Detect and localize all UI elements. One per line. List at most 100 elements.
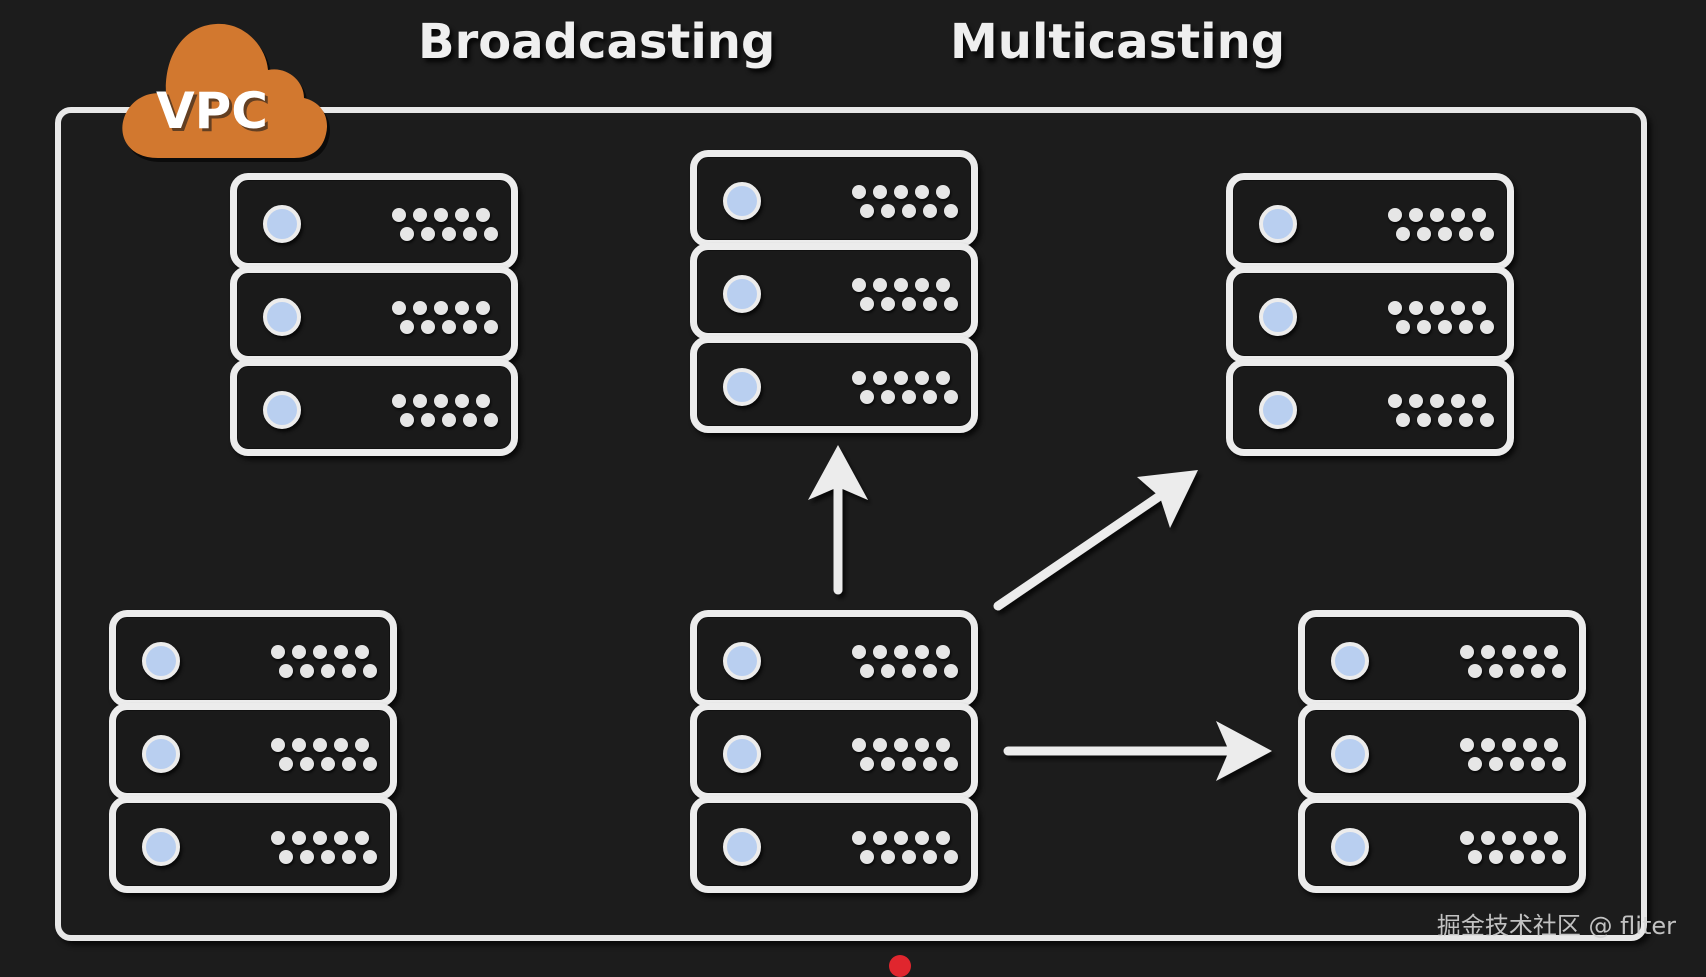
vent-dot (894, 738, 908, 752)
server-bottom-left (109, 610, 397, 893)
vent-dot (1388, 394, 1402, 408)
vent-dots-icon (271, 645, 377, 679)
watermark: 掘金技术社区 @ fliter (1436, 912, 1676, 940)
vent-dot (434, 394, 448, 408)
vent-dot (463, 227, 477, 241)
vent-dot (1459, 320, 1473, 334)
broadcasting-title: Broadcasting (418, 14, 776, 70)
vent-dot (421, 227, 435, 241)
vent-dots-icon (1388, 301, 1494, 335)
status-led-icon (723, 642, 761, 680)
vent-dots-icon (852, 645, 958, 679)
vent-dot (363, 757, 377, 771)
vent-dot (455, 394, 469, 408)
vent-dot (334, 831, 348, 845)
vent-dot (279, 757, 293, 771)
vent-dot (300, 757, 314, 771)
vent-dot (902, 757, 916, 771)
vent-dot (936, 371, 950, 385)
vent-dot (1430, 208, 1444, 222)
vent-dot (1468, 664, 1482, 678)
vent-dot (1396, 227, 1410, 241)
vent-dot (936, 185, 950, 199)
vent-dot (1523, 645, 1537, 659)
vent-dot (915, 185, 929, 199)
vent-dot (1523, 831, 1537, 845)
vent-dot (279, 850, 293, 864)
server-unit (109, 610, 397, 707)
vent-dots-icon (1460, 738, 1566, 772)
server-unit (230, 359, 518, 456)
vent-dot (1531, 664, 1545, 678)
vent-dot (923, 297, 937, 311)
vent-dot (342, 757, 356, 771)
vent-dot (923, 757, 937, 771)
vent-dot (271, 831, 285, 845)
vent-dot (852, 831, 866, 845)
vent-dot (1396, 320, 1410, 334)
vent-dot (1451, 301, 1465, 315)
status-led-icon (1331, 828, 1369, 866)
vent-dot (1531, 850, 1545, 864)
vent-dot (484, 227, 498, 241)
vent-dot (1388, 301, 1402, 315)
vent-dot (915, 738, 929, 752)
vent-dot (936, 645, 950, 659)
vent-dot (881, 297, 895, 311)
server-bottom-right (1298, 610, 1586, 893)
vent-dots-icon (392, 301, 498, 335)
vent-dot (1502, 738, 1516, 752)
status-led-icon (1259, 391, 1297, 429)
server-unit (690, 150, 978, 247)
vent-dot (881, 757, 895, 771)
vent-dot (915, 371, 929, 385)
vent-dot (463, 320, 477, 334)
vent-dot (915, 831, 929, 845)
server-unit (1226, 266, 1514, 363)
vent-dot (944, 757, 958, 771)
vent-dot (271, 738, 285, 752)
status-led-icon (142, 642, 180, 680)
vent-dot (1430, 394, 1444, 408)
vent-dot (484, 413, 498, 427)
server-unit (690, 703, 978, 800)
vent-dot (1472, 394, 1486, 408)
vent-dot (860, 757, 874, 771)
vent-dot (476, 301, 490, 315)
vent-dot (1502, 645, 1516, 659)
vent-dot (442, 413, 456, 427)
vent-dots-icon (271, 738, 377, 772)
vent-dot (923, 664, 937, 678)
status-led-icon (723, 182, 761, 220)
vent-dot (1489, 850, 1503, 864)
vent-dot (944, 390, 958, 404)
vent-dot (1409, 394, 1423, 408)
playhead-marker[interactable] (889, 955, 911, 977)
vent-dot (894, 371, 908, 385)
vent-dot (1417, 320, 1431, 334)
vent-dot (1430, 301, 1444, 315)
vent-dot (902, 390, 916, 404)
status-led-icon (1259, 298, 1297, 336)
vent-dot (915, 278, 929, 292)
vent-dot (400, 320, 414, 334)
vent-dots-icon (1388, 208, 1494, 242)
vent-dot (1451, 208, 1465, 222)
vent-dot (413, 394, 427, 408)
vent-dot (1480, 227, 1494, 241)
server-unit (1226, 173, 1514, 270)
vent-dot (860, 664, 874, 678)
vent-dot (852, 371, 866, 385)
vent-dot (881, 664, 895, 678)
vent-dot (413, 301, 427, 315)
vent-dot (902, 204, 916, 218)
vent-dot (873, 738, 887, 752)
vent-dot (1468, 850, 1482, 864)
vent-dot (902, 297, 916, 311)
vent-dot (455, 301, 469, 315)
status-led-icon (723, 275, 761, 313)
vent-dot (923, 390, 937, 404)
vent-dot (1417, 413, 1431, 427)
vent-dot (1481, 738, 1495, 752)
vent-dot (860, 850, 874, 864)
